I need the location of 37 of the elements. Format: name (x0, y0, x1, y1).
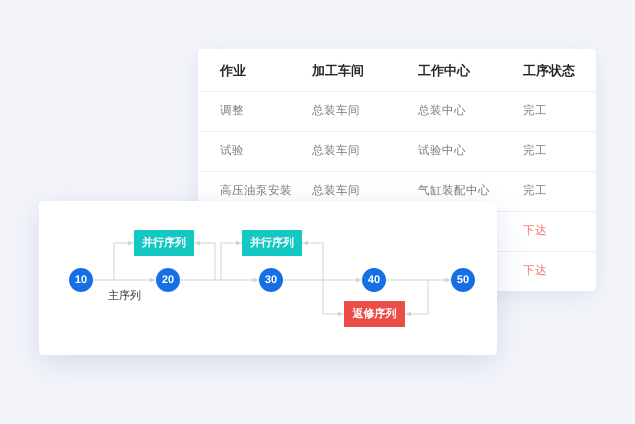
step-circle: 50 (451, 268, 475, 292)
work-center-name: 总装中心 (418, 103, 466, 119)
arrow (114, 278, 156, 282)
process-box: 返修序列 (344, 301, 405, 327)
workshop-name: 总装车间 (312, 184, 360, 199)
workshop-name: 总装车间 (312, 144, 360, 159)
workshop-name: 总装车间 (312, 104, 360, 119)
step-circle: 30 (259, 268, 283, 292)
edge-label: 主序列 (107, 289, 142, 303)
column-heading: 加工车间 (312, 63, 364, 79)
arrow (220, 240, 242, 280)
process-box: 并行序列 (134, 230, 194, 256)
operation-name: 调整 (220, 104, 244, 119)
arrow (404, 280, 428, 316)
arrow (114, 240, 134, 280)
column-heading: 工序状态 (523, 63, 575, 79)
column-heading: 工作中心 (418, 63, 470, 79)
step-circle: 10 (69, 268, 93, 292)
step-circle: 20 (156, 268, 180, 292)
work-center-name: 试验中心 (418, 143, 466, 159)
work-center-name: 气缸装配中心 (418, 183, 490, 199)
status-text: 下达 (523, 264, 547, 279)
status-text: 下达 (523, 224, 547, 239)
operation-name: 高压油泵安装 (220, 183, 292, 199)
status-text: 完工 (523, 183, 547, 199)
arrow (194, 240, 216, 280)
arrow (302, 240, 324, 280)
arrow (220, 278, 260, 282)
arrow (428, 278, 452, 282)
arrow (322, 278, 362, 282)
operation-name: 试验 (220, 144, 244, 159)
status-text: 完工 (523, 143, 547, 159)
step-circle: 40 (362, 268, 386, 292)
status-text: 完工 (523, 103, 547, 119)
process-box: 并行序列 (242, 230, 302, 256)
arrow (322, 280, 344, 316)
column-heading: 作业 (220, 63, 246, 79)
